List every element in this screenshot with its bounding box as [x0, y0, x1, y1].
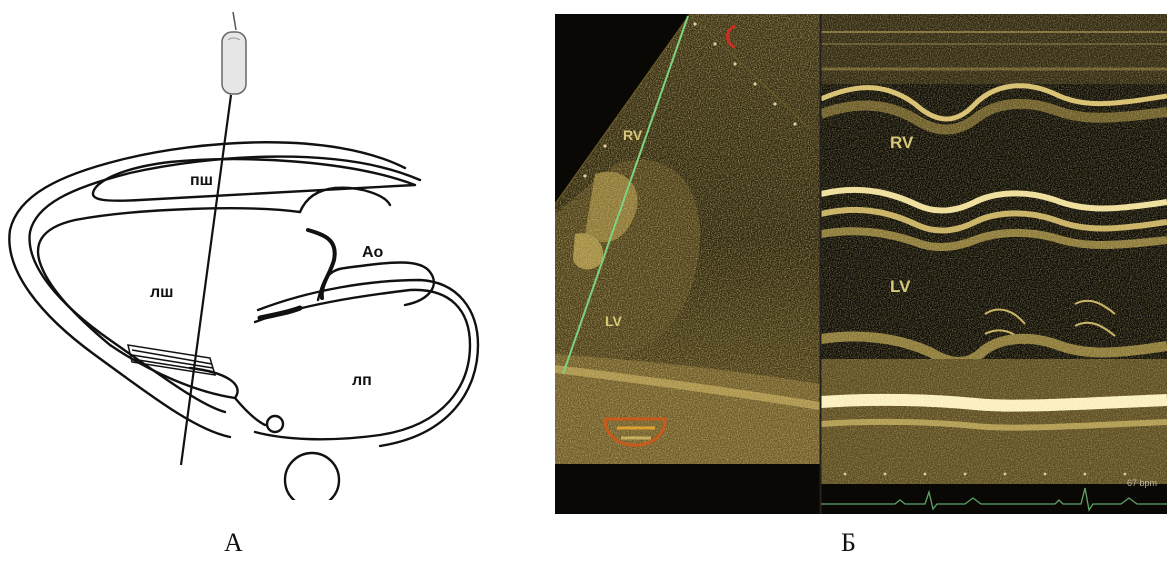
label-left-ventricle: лш [150, 284, 174, 301]
echocardiogram-image: 67 bpm RV LV RV LV [555, 14, 1167, 514]
label-left-atrium: лп [352, 372, 372, 389]
label-lv-2d: LV [605, 313, 623, 329]
label-rv-mmode: RV [890, 133, 914, 152]
label-right-ventricle: пш [190, 172, 213, 189]
papillary-muscle [128, 345, 215, 375]
heart-schematic-diagram: пш лш Ao лп [0, 0, 480, 500]
transducer-probe [222, 12, 246, 94]
ultrasound-beam-line [181, 95, 231, 465]
caption-panel-a: А [224, 528, 243, 558]
label-rv-2d: RV [623, 127, 643, 143]
caption-panel-b: Б [841, 528, 856, 558]
heart-outline [9, 142, 478, 500]
label-aorta: Ao [362, 244, 384, 261]
echo-m-mode-panel [821, 14, 1167, 484]
label-lv-mmode: LV [890, 277, 911, 296]
heart-rate-readout: 67 bpm [1127, 478, 1157, 488]
